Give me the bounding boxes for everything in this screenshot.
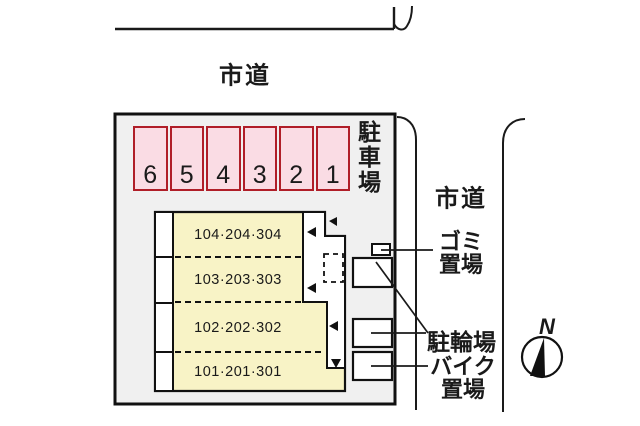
- parking-stall-5: 5: [169, 126, 204, 191]
- parking-stalls: 6 5 4 3 2 1: [133, 126, 350, 191]
- room-row-label: 101·201·301: [194, 364, 282, 380]
- arrow-left-icon: [329, 217, 337, 226]
- parking-lot-label: 駐車場: [358, 119, 381, 195]
- garbage-area-label: ゴミ 置場: [439, 230, 483, 276]
- garbage-area-label-line1: ゴミ: [438, 229, 484, 254]
- right-road-line-left: [396, 116, 417, 410]
- stall-number: 5: [179, 161, 194, 189]
- parking-stall-1: 1: [315, 126, 350, 191]
- stall-number: 4: [216, 161, 231, 189]
- stall-number: 1: [325, 161, 340, 189]
- room-row-label: 104·204·304: [194, 227, 282, 243]
- parking-stall-4: 4: [206, 126, 241, 191]
- arrow-left-icon: [307, 283, 316, 293]
- stall-number: 3: [252, 161, 267, 189]
- balcony-column: [154, 211, 174, 392]
- room-row-label: 103·203·303: [194, 272, 282, 288]
- compass-needle-icon: [530, 338, 545, 376]
- arrow-left-icon: [329, 321, 338, 331]
- bicycle-parking-label: 駐輪場: [427, 329, 496, 355]
- compass-north-label: N: [539, 314, 555, 339]
- bicycle-parking-box-1: [351, 256, 394, 289]
- parking-stall-2: 2: [279, 126, 314, 191]
- arrow-left-icon: [307, 227, 316, 237]
- pointer-line-bicycle-diagonal: [375, 261, 429, 334]
- right-road-label: 市道: [435, 185, 487, 213]
- bike-parking-label-line2: 置場: [440, 377, 485, 402]
- stall-number: 2: [289, 161, 304, 189]
- stall-number: 6: [143, 161, 158, 189]
- parking-stall-3: 3: [242, 126, 277, 191]
- garbage-area-label-line2: 置場: [438, 252, 484, 277]
- parking-stall-6: 6: [133, 126, 168, 191]
- top-road-label: 市道: [219, 62, 271, 90]
- right-road-line-right: [502, 118, 526, 412]
- bike-parking-label-line1: バイク: [430, 354, 496, 379]
- room-row-label: 102·202·302: [194, 320, 282, 336]
- top-road-curve-hook: [393, 5, 413, 31]
- arrow-down-icon: [331, 359, 341, 368]
- stairwell-dashed-box: [323, 253, 344, 283]
- bike-parking-label: バイク 置場: [430, 355, 496, 401]
